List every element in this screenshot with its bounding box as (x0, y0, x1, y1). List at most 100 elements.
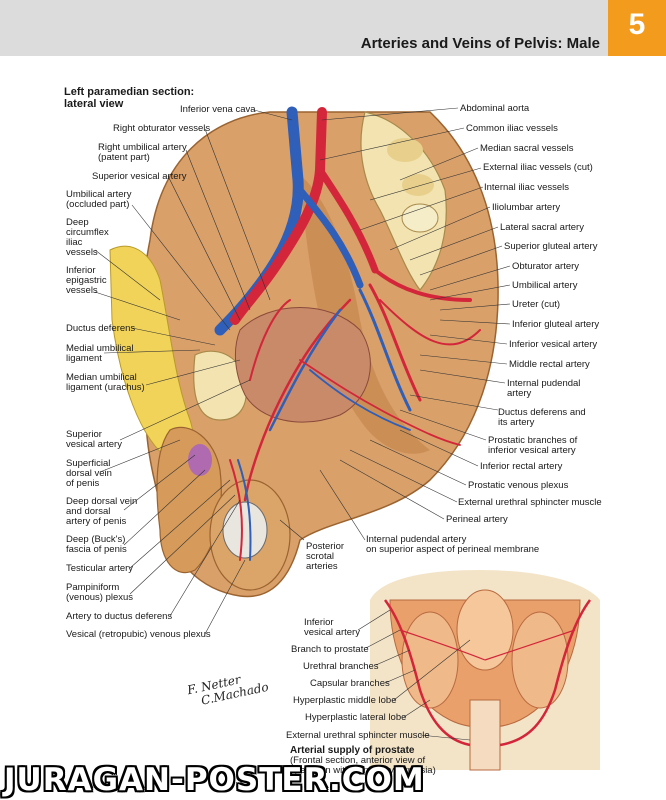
lateral-lobe (401, 611, 459, 709)
artery-vessel (229, 459, 243, 561)
label-iliolumbar-artery: Iliolumbar artery (492, 202, 561, 213)
label-superficial-dorsal-vein-3: of penis (66, 478, 100, 489)
artery-vessel (230, 107, 327, 325)
label-deep-circumflex-iliac-3: iliac (66, 237, 83, 248)
vein-vessel (358, 288, 412, 412)
label-prostatic-venous-plexus: Prostatic venous plexus (468, 480, 569, 491)
vein-vessel (309, 369, 411, 431)
label-medial-umbilical-ligament: Medial umbilical (66, 343, 134, 354)
label-bucks-fascia: Deep (Buck's) (66, 534, 126, 545)
artery-vessel (484, 629, 576, 661)
label-testicular-artery: Testicular artery (66, 563, 134, 574)
artery-vessel (316, 166, 379, 274)
label-right-umbilical-artery: Right umbilical artery (98, 142, 187, 153)
label-obturator-artery: Obturator artery (512, 261, 580, 272)
vertebra (387, 138, 423, 162)
label-vesical-venous-plexus: Vesical (retropubic) venous plexus (66, 629, 211, 640)
pelvic-floor (300, 175, 430, 454)
artery-vessel (383, 599, 471, 747)
label-posterior-scrotal-arteries-3: arteries (306, 561, 338, 572)
label-inset-branch-to-prostate: Branch to prostate (291, 644, 369, 655)
label-internal-pudendal-artery: Internal pudendal (507, 378, 581, 389)
label-deep-dorsal-vein-3: artery of penis (66, 516, 127, 527)
plate-number-tab: 5 (608, 0, 666, 56)
artery-vessel (249, 299, 291, 381)
label-deep-circumflex-iliac-4: vessels (66, 247, 98, 258)
label-internal-pudendal-membrane-2: on superior aspect of perineal membrane (366, 544, 540, 555)
sacrum-bone (360, 111, 447, 291)
label-inset-lateral-lobe: Hyperplastic lateral lobe (305, 712, 407, 723)
section-heading-line: Left paramedian section: (64, 86, 195, 98)
label-pampiniform-plexus: Pampiniform (66, 582, 120, 593)
leader-lines (319, 107, 511, 541)
label-ductus-deferens-artery-2: its artery (498, 417, 535, 428)
plate-number: 5 (628, 8, 646, 41)
label-inferior-epigastric-2: epigastric (66, 275, 107, 286)
label-deep-circumflex-iliac: Deep (66, 217, 89, 228)
vein-vessel (296, 186, 364, 289)
label-superficial-dorsal-vein-2: dorsal vein (66, 468, 112, 479)
label-abdominal-aorta: Abdominal aorta (460, 103, 530, 114)
artery-vessel (243, 298, 352, 502)
page-title: Arteries and Veins of Pelvis: Male (360, 35, 600, 52)
label-inset-external-sphincter: External urethral sphincter muscle (286, 730, 430, 741)
artery-vessel (499, 599, 592, 747)
prostate-inset (370, 570, 600, 771)
leader-lines (94, 109, 305, 635)
label-umbilical-artery-occluded-2: (occluded part) (66, 199, 130, 210)
vertebra (402, 174, 434, 196)
artery-vessel (368, 283, 422, 402)
inset-caption-line: specimen with benign hyperplasia) (290, 765, 436, 776)
artery-vessel (299, 359, 461, 446)
label-prostatic-branches-2: inferior vesical artery (488, 445, 576, 456)
vein-vessel (237, 459, 252, 561)
vessels (214, 106, 481, 561)
label-external-iliac-vessels: External iliac vessels (cut) (483, 162, 593, 173)
label-bucks-fascia-2: fascia of penis (66, 544, 127, 555)
label-common-iliac-vessels: Common iliac vessels (466, 123, 558, 134)
section-heading: Left paramedian section: lateral view (64, 86, 194, 110)
label-posterior-scrotal-arteries: Posterior (306, 541, 345, 552)
label-superior-gluteal-artery: Superior gluteal artery (504, 241, 598, 252)
header-bar: Arteries and Veins of Pelvis: Male (0, 0, 608, 56)
artery-vessel (373, 268, 472, 302)
inset-caption-line: (Frontal section, anterior view of (290, 755, 426, 766)
corpus-cavernosum (188, 444, 212, 476)
section-heading-line: lateral view (64, 98, 124, 110)
artery-vessel (399, 629, 486, 661)
pelvis-section (109, 111, 499, 598)
label-deep-circumflex-iliac-2: circumflex (66, 227, 109, 238)
label-inset-capsular-branches: Capsular branches (310, 678, 390, 689)
label-artery-to-ductus-deferens: Artery to ductus deferens (66, 611, 173, 622)
label-internal-iliac-vessels: Internal iliac vessels (484, 182, 570, 193)
label-inset-inferior-vesical: Inferior (304, 617, 334, 628)
label-right-umbilical-artery-2: (patent part) (98, 152, 150, 163)
label-deep-dorsal-vein: Deep dorsal vein (66, 496, 138, 507)
label-inferior-epigastric: Inferior (66, 265, 96, 276)
inset-caption: Arterial supply of prostate (Frontal sec… (290, 746, 436, 776)
label-inferior-epigastric-3: vessels (66, 285, 98, 296)
inset-caption-title: Arterial supply of prostate (290, 745, 415, 756)
middle-lobe (456, 589, 514, 671)
label-medial-umbilical-ligament-2: ligament (66, 353, 102, 364)
label-prostatic-branches: Prostatic branches of (488, 435, 578, 446)
vein-vessel (268, 308, 342, 432)
label-inset-inferior-vesical-2: vesical artery (304, 627, 360, 638)
label-inferior-gluteal-artery: Inferior gluteal artery (512, 319, 600, 330)
label-right-obturator-vessels: Right obturator vessels (113, 123, 211, 134)
label-superior-vesical-artery-2: Superior (66, 429, 102, 440)
label-superficial-dorsal-vein: Superficial (66, 458, 111, 469)
label-inferior-vena-cava: Inferior vena cava (180, 104, 256, 115)
label-umbilical-artery-occluded: Umbilical artery (66, 189, 132, 200)
vertebra (401, 203, 439, 233)
label-superior-vesical-artery-3: vesical artery (66, 439, 122, 450)
label-perineal-artery: Perineal artery (446, 514, 508, 525)
testis (222, 501, 268, 559)
pubic-bone (193, 350, 247, 421)
label-lateral-sacral-artery: Lateral sacral artery (500, 222, 584, 233)
lateral-lobe (511, 611, 569, 709)
label-inferior-rectal-artery: Inferior rectal artery (480, 461, 563, 472)
label-deep-dorsal-vein-2: and dorsal (66, 506, 111, 517)
artery-vessel (379, 299, 481, 346)
